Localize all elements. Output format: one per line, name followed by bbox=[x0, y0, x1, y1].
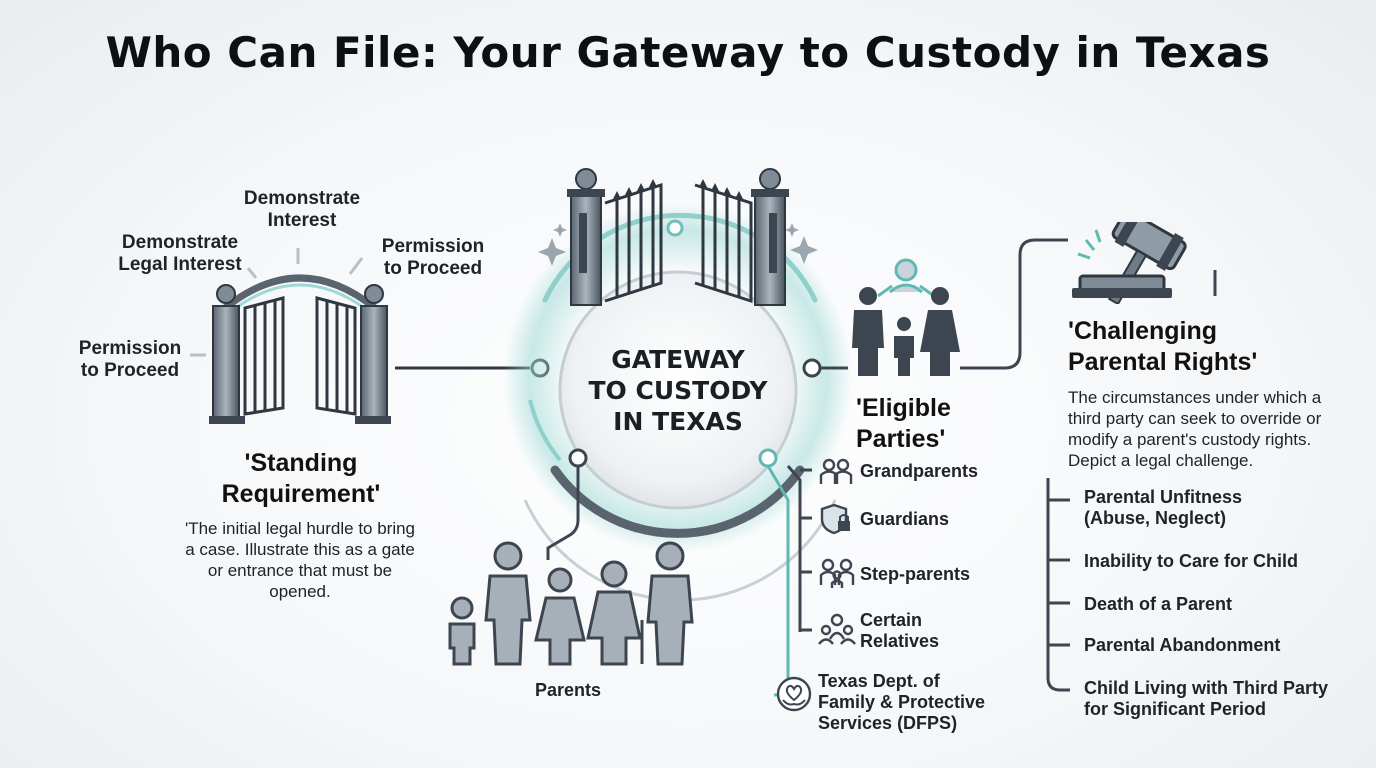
standing-description: 'The initial legal hurdle to bring a cas… bbox=[184, 519, 416, 601]
family-eligible-icon bbox=[852, 258, 960, 376]
label-permission-to-proceed-right: Permission to Proceed bbox=[366, 236, 500, 280]
dfps-icon bbox=[776, 676, 812, 712]
label-text: to Proceed bbox=[80, 360, 180, 381]
label-text: Permission bbox=[78, 338, 182, 359]
label-demonstrate-interest: Demonstrate Interest bbox=[230, 188, 374, 232]
challenge-item-inability: Inability to Care for Child bbox=[1084, 551, 1299, 571]
challenge-item-unfitness: Parental Unfitness (Abuse, Neglect) bbox=[1084, 487, 1242, 529]
challenging-description: The circumstances under which a third pa… bbox=[1068, 388, 1322, 470]
connector-parents bbox=[546, 466, 580, 560]
step-parents-icon bbox=[819, 558, 855, 588]
item-text: Child Living with Third Party bbox=[1084, 678, 1329, 698]
label-text: to Proceed bbox=[383, 258, 483, 279]
heading-text: 'Eligible bbox=[856, 394, 951, 422]
item-text: Relatives bbox=[860, 631, 940, 651]
standing-heading: 'Standing Requirement' bbox=[190, 448, 412, 510]
gavel-icon bbox=[1072, 222, 1187, 304]
hub-label: GATEWAY TO CUSTODY IN TEXAS bbox=[560, 344, 796, 437]
eligible-item-step-parents: Step-parents bbox=[860, 564, 971, 584]
label-text: Permission bbox=[381, 236, 485, 257]
label-text: Legal Interest bbox=[118, 254, 242, 275]
eligible-item-dfps: Texas Dept. of Family & Protective Servi… bbox=[818, 671, 985, 734]
connector-challenging bbox=[960, 238, 1068, 370]
item-text: for Significant Period bbox=[1084, 699, 1267, 719]
heading-text: Requirement' bbox=[221, 480, 381, 508]
gateway-gate-icon bbox=[567, 168, 789, 306]
hub-line-2: TO CUSTODY bbox=[588, 376, 768, 405]
label-demonstrate-legal-interest: Demonstrate Legal Interest bbox=[108, 232, 252, 276]
label-permission-to-proceed-left: Permission to Proceed bbox=[66, 338, 194, 382]
heading-text: 'Standing bbox=[244, 449, 358, 477]
hub-line-3: IN TEXAS bbox=[613, 407, 743, 436]
item-text: (Abuse, Neglect) bbox=[1084, 508, 1227, 528]
item-text: Parental Unfitness bbox=[1084, 487, 1243, 507]
eligible-item-grandparents: Grandparents bbox=[860, 461, 979, 481]
family-parents-icon bbox=[448, 541, 694, 666]
parents-label: Parents bbox=[534, 680, 602, 700]
heading-text: 'Challenging bbox=[1068, 317, 1217, 345]
challenge-item-abandonment: Parental Abandonment bbox=[1084, 635, 1281, 655]
item-text: Texas Dept. of bbox=[818, 671, 940, 691]
hub-circle bbox=[558, 270, 798, 510]
heading-text: Parental Rights' bbox=[1068, 348, 1258, 376]
grandparents-icon bbox=[819, 458, 853, 484]
hub-line-1: GATEWAY bbox=[611, 345, 745, 374]
gate-arch-icon bbox=[209, 274, 391, 424]
challenge-item-death: Death of a Parent bbox=[1084, 594, 1233, 614]
challenging-heading: 'Challenging Parental Rights' bbox=[1068, 316, 1328, 378]
relatives-icon bbox=[818, 613, 856, 645]
eligible-heading: 'Eligible Parties' bbox=[856, 393, 1006, 455]
label-text: Demonstrate bbox=[121, 232, 239, 253]
label-text: Demonstrate bbox=[243, 188, 361, 209]
item-text: Certain bbox=[860, 610, 923, 630]
connector-eligible-list bbox=[766, 465, 790, 695]
eligible-item-certain-relatives: Certain Relatives bbox=[860, 610, 939, 652]
eligible-item-guardians: Guardians bbox=[860, 509, 950, 529]
item-text: Family & Protective bbox=[818, 692, 986, 712]
item-text: Services (DFPS) bbox=[818, 713, 958, 733]
page-title: Who Can File: Your Gateway to Custody in… bbox=[105, 28, 1271, 77]
label-text: Interest bbox=[267, 210, 337, 231]
heading-text: Parties' bbox=[856, 425, 946, 453]
shield-lock-icon bbox=[820, 503, 850, 535]
challenge-item-third-party: Child Living with Third Party for Signif… bbox=[1084, 678, 1328, 720]
